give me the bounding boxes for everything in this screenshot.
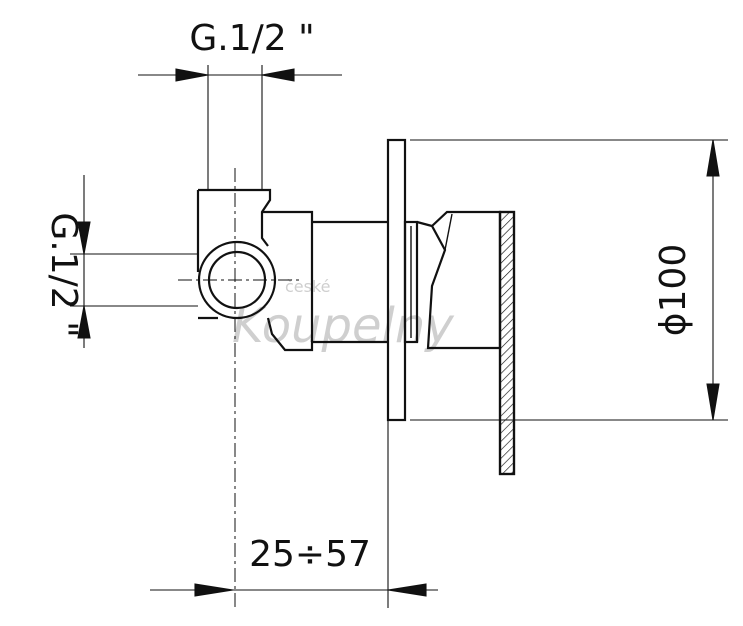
wall-hatch xyxy=(498,210,516,476)
lever-handle xyxy=(416,210,516,476)
arrow-bottom xyxy=(706,383,720,421)
arrow-upper xyxy=(77,221,91,255)
center-lines xyxy=(178,168,300,608)
lever-outline xyxy=(416,210,502,350)
arrow-right xyxy=(387,583,427,597)
inlet-top-outline xyxy=(198,188,272,247)
plate-collar xyxy=(403,220,419,344)
top-thread-dimension xyxy=(138,65,342,190)
depth-range-label: 25÷57 xyxy=(249,534,371,575)
arrow-top xyxy=(706,139,720,177)
top-thread-label: G.1/2 " xyxy=(189,18,314,59)
left-thread-dimension xyxy=(70,175,198,348)
diameter-label: ϕ100 xyxy=(653,244,694,336)
diameter-dimension xyxy=(410,139,728,421)
body-outline xyxy=(262,210,314,352)
wall-plate-outline xyxy=(386,138,407,422)
left-thread-label: G.1/2 " xyxy=(43,212,84,337)
arrow-lower xyxy=(77,305,91,339)
wall-plate xyxy=(386,138,419,422)
arrow-left xyxy=(175,68,209,82)
lever-edge xyxy=(444,213,453,251)
arrow-left xyxy=(194,583,234,597)
arrow-right xyxy=(261,68,295,82)
watermark-small-text: české xyxy=(285,277,331,296)
depth-dimension xyxy=(150,420,438,608)
wall-hatch-border xyxy=(498,210,516,476)
